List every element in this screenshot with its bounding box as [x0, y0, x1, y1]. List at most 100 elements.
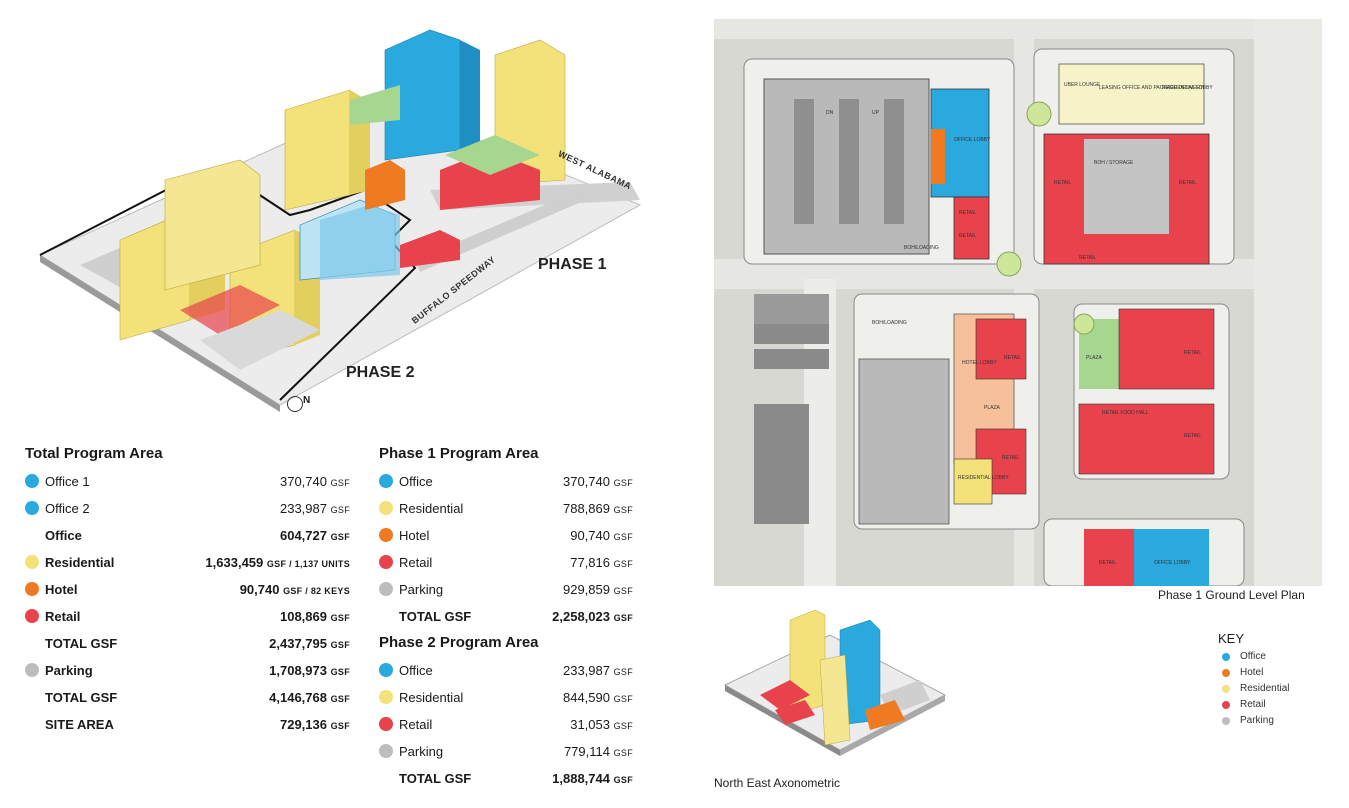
- plan-label-retail-se-2: RETAIL: [1184, 433, 1201, 439]
- total-program-row-label: Retail: [45, 608, 81, 624]
- office-swatch-icon: [379, 474, 393, 488]
- phase2-program-row-unit: GSF: [613, 747, 633, 758]
- total-program-row-unit: GSF: [330, 531, 350, 542]
- phase2-program-row-label: Office: [399, 662, 433, 678]
- hotel-swatch-icon: [379, 528, 393, 542]
- phase1-program-row: Hotel 90,740 GSF: [379, 524, 633, 546]
- total-program-row: Retail 108,869 GSF: [25, 605, 350, 627]
- phase2-program-row-value: 31,053 GSF: [570, 716, 633, 732]
- plan-label-office-lobby: OFFICE LOBBY: [954, 137, 991, 143]
- total-program-row-unit: GSF: [330, 639, 350, 650]
- phase2-program-row-label: Retail: [399, 716, 433, 732]
- plan-label-boh-storage: BOH / STORAGE: [1094, 160, 1134, 166]
- spacer: [25, 717, 39, 731]
- plan-label-up-nw: UP: [872, 110, 880, 116]
- total-program-row-value: 4,146,768 GSF: [269, 689, 350, 705]
- plan-label-retail-food-hall: RETAIL FOOD HALL: [1102, 410, 1149, 416]
- phase1-program-row-label: TOTAL GSF: [399, 608, 472, 624]
- total-program-row-label: Office 1: [45, 473, 90, 489]
- phase2-program-row: Retail 31,053 GSF: [379, 713, 633, 735]
- hotel-swatch-icon: [25, 582, 39, 596]
- key-item-office: Office: [1222, 651, 1266, 662]
- office-swatch-icon: [379, 663, 393, 677]
- plan-label-residential-lobby-sw: RESIDENTIAL LOBBY: [958, 475, 1009, 481]
- key-swatch-icon: [1222, 700, 1230, 709]
- plan-caption: Phase 1 Ground Level Plan: [1158, 588, 1305, 602]
- axo-small-caption: North East Axonometric: [714, 776, 841, 790]
- key-swatch-icon: [1222, 668, 1230, 677]
- total-program-row-unit: GSF: [330, 720, 350, 731]
- plan-label-leasing: LEASING OFFICE AND PACKAGE DELIVERY: [1099, 85, 1204, 91]
- phase2-program-row-label: TOTAL GSF: [399, 770, 472, 786]
- phase2-program-row-unit: GSF: [613, 666, 633, 677]
- phase2-program-row-value: 779,114 GSF: [563, 743, 633, 759]
- office-swatch-icon: [25, 474, 39, 488]
- total-program-row-value: 108,869 GSF: [279, 608, 350, 624]
- phase2-program-row-unit: GSF: [613, 693, 633, 704]
- key-item-label: Retail: [1240, 699, 1266, 710]
- phase1-program-row-label: Hotel: [399, 527, 430, 543]
- spacer: [379, 771, 393, 785]
- parking-swatch-icon: [379, 582, 393, 596]
- total-program-row-value: 370,740 GSF: [279, 473, 350, 489]
- total-program-row-label: Residential: [45, 554, 115, 570]
- phase1-program-row: TOTAL GSF 2,258,023 GSF: [379, 605, 633, 627]
- phase1-program-row-value: 2,258,023 GSF: [552, 608, 633, 624]
- north-symbol: N: [303, 395, 311, 406]
- office-swatch-icon: [25, 501, 39, 515]
- phase1-program-row-label: Office: [399, 473, 433, 489]
- key-item-label: Office: [1240, 651, 1266, 662]
- plan-label-boh-loading-nw: BOH/LOADING: [904, 245, 939, 251]
- plan-label-plaza-se: PLAZA: [1086, 355, 1103, 361]
- phase2-program-row: Parking 779,114 GSF: [379, 740, 633, 762]
- plan-label-retail-se-1: RETAIL: [1184, 350, 1201, 356]
- key-item-label: Residential: [1240, 683, 1290, 694]
- total-program-row-label: TOTAL GSF: [45, 689, 118, 705]
- key-item-retail: Retail: [1222, 699, 1266, 710]
- phase1-program-title: Phase 1 Program Area: [379, 445, 539, 462]
- total-program-row-value: 2,437,795 GSF: [269, 635, 350, 651]
- total-program-row-label: SITE AREA: [45, 716, 114, 732]
- total-program-row-unit: GSF / 1,137 UNITS: [266, 558, 350, 569]
- phase2-program-row-label: Parking: [399, 743, 444, 759]
- phase2-program-row-value: 1,888,744 GSF: [552, 770, 633, 786]
- phase1-program-row-unit: GSF: [613, 558, 633, 569]
- total-program-row-value: 1,633,459 GSF / 1,137 UNITS: [205, 554, 350, 570]
- phase1-program-row-unit: GSF: [613, 612, 633, 623]
- phase2-program-row-value: 233,987 GSF: [562, 662, 633, 678]
- key-item-label: Parking: [1240, 715, 1274, 726]
- plan-label-retail-nw-2: RETAIL: [959, 233, 976, 239]
- north-arrow-icon: [287, 396, 303, 412]
- phase2-program-row: Office 233,987 GSF: [379, 659, 633, 681]
- total-program-row: TOTAL GSF 4,146,768 GSF: [25, 686, 350, 708]
- phase1-buildings: [284, 29, 566, 281]
- total-program-row-unit: GSF: [330, 693, 350, 704]
- phase2-program-row: TOTAL GSF 1,888,744 GSF: [379, 767, 633, 789]
- key-item-label: Hotel: [1240, 667, 1264, 678]
- north-east-axonometric-drawing: [723, 609, 947, 756]
- total-program-row-unit: GSF: [330, 612, 350, 623]
- total-program-row-value: 90,740 GSF / 82 KEYS: [239, 581, 350, 597]
- key-item-residential: Residential: [1222, 683, 1289, 694]
- key-swatch-icon: [1222, 716, 1230, 725]
- total-program-row-unit: GSF / 82 KEYS: [283, 585, 350, 596]
- spacer: [25, 528, 39, 542]
- total-program-row-label: Hotel: [45, 581, 78, 597]
- key-swatch-icon: [1222, 652, 1230, 661]
- total-program-row: Hotel 90,740 GSF / 82 KEYS: [25, 578, 350, 600]
- total-program-row-label: TOTAL GSF: [45, 635, 118, 651]
- phase1-program-row-value: 90,740 GSF: [570, 527, 633, 543]
- plan-label-retail-sw-1: RETAIL: [1004, 355, 1021, 361]
- parking-swatch-icon: [379, 744, 393, 758]
- residential-swatch-icon: [379, 501, 393, 515]
- phase1-program-row-label: Residential: [399, 500, 464, 516]
- total-program-row-unit: GSF: [330, 477, 350, 488]
